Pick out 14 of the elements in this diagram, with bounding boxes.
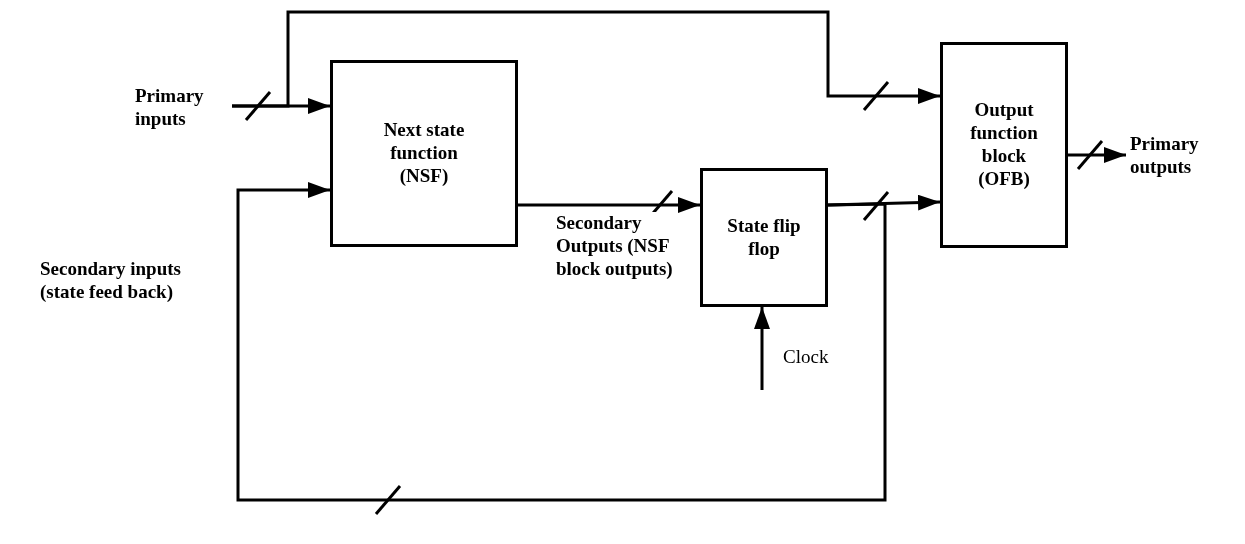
edge-label: Secondary Outputs (NSF block outputs) xyxy=(556,212,674,281)
process-box xyxy=(700,168,828,307)
io-label: Primary inputs xyxy=(135,84,230,132)
arrow xyxy=(236,182,887,502)
process-box xyxy=(940,42,1068,248)
arrow xyxy=(754,307,770,390)
arrow xyxy=(1068,147,1126,163)
arrow xyxy=(518,197,700,213)
box-label: Output function block (OFB) xyxy=(969,99,1039,191)
box-label: Next state function (NSF) xyxy=(382,119,466,188)
io-label: Primary outputs xyxy=(1130,132,1240,180)
arrow xyxy=(232,10,940,108)
process-box xyxy=(330,60,518,247)
box-label: State flip flop xyxy=(726,214,802,261)
